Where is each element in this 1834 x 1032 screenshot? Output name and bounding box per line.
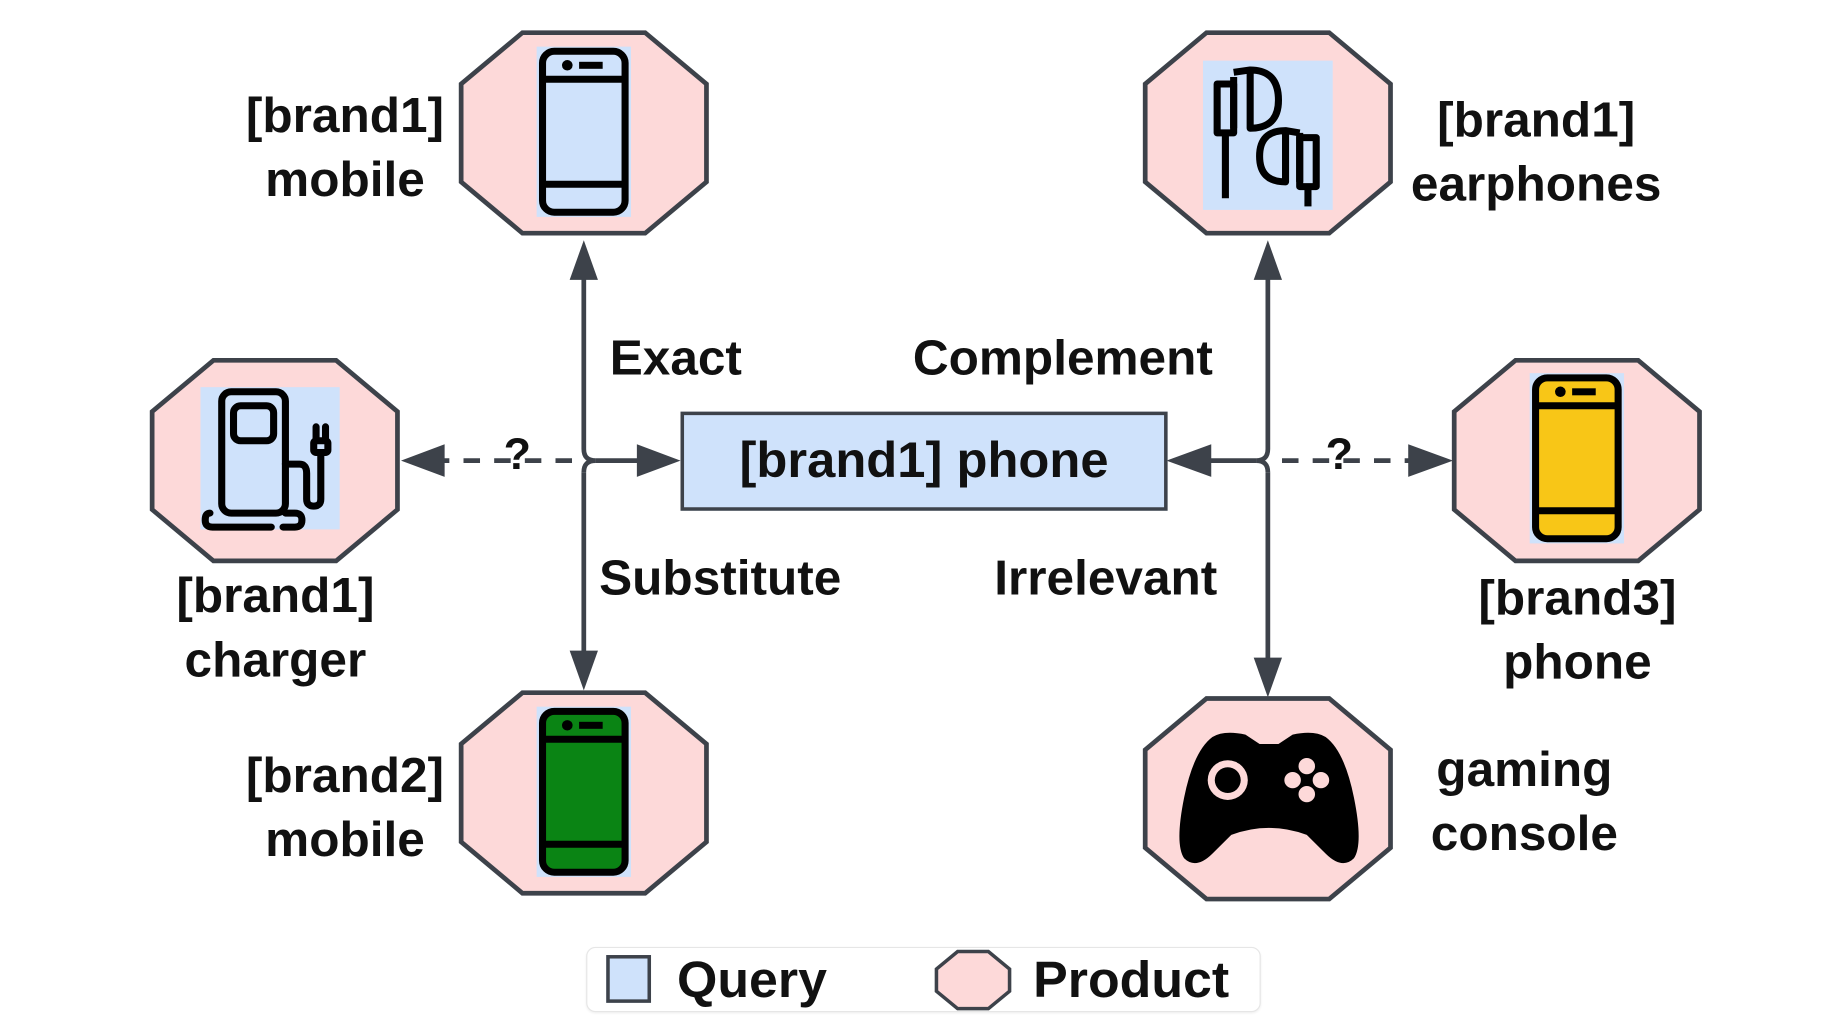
product-label-line1: [brand2] (245, 747, 445, 803)
arrowhead-into-query-left (636, 444, 681, 477)
query-label: [brand1] phone (739, 432, 1109, 489)
product-label-line2: charger (184, 632, 367, 687)
smartphone-icon (1529, 373, 1625, 544)
edge-label-unknown-right: ? (1325, 430, 1354, 480)
junction-right (1255, 448, 1271, 473)
arrowhead-substitute (569, 650, 598, 691)
earphones-icon (1202, 60, 1333, 210)
edge-label-irrelevant: Irrelevant (994, 550, 1218, 606)
arrowhead-charger (400, 444, 445, 477)
product-label-line1: [brand1] (245, 87, 445, 143)
product-label-line1: [brand1] (1437, 92, 1636, 147)
legend-query-swatch (606, 955, 652, 1003)
product-label-line2: mobile (265, 151, 425, 207)
product-label-brand1-earphones: [brand1] earphones (1392, 87, 1681, 215)
product-label-line1: [brand1] (176, 567, 375, 623)
edge-label-exact: Exact (609, 330, 742, 385)
product-label-brand1-charger: [brand1] charger (160, 563, 390, 691)
product-label-gaming-console: gaming console (1409, 737, 1639, 865)
product-label-line1: [brand3] (1478, 570, 1677, 626)
arrowhead-into-query-right (1166, 444, 1212, 477)
arrowhead-brand3 (1408, 444, 1454, 477)
product-label-line2: earphones (1410, 156, 1662, 212)
product-label-brand2-mobile: [brand2] mobile (230, 743, 460, 871)
product-label-brand1-mobile: [brand1] mobile (230, 83, 460, 211)
product-label-line1: gaming (1436, 741, 1613, 797)
edge-label-substitute: Substitute (599, 550, 842, 606)
legend-query-label: Query (676, 951, 827, 1009)
query-node: [brand1] phone (680, 411, 1168, 511)
arrowhead-complement (1253, 240, 1283, 280)
smartphone-icon (536, 46, 631, 217)
legend: Query Product (586, 946, 1261, 1013)
connectors (400, 240, 1454, 698)
product-label-line2: console (1430, 805, 1618, 861)
product-label-line2: phone (1503, 634, 1652, 690)
edge-label-unknown-left: ? (503, 430, 531, 480)
arrowhead-irrelevant (1253, 657, 1283, 698)
legend-product-swatch (934, 949, 1012, 1011)
ev-charger-icon (200, 387, 340, 531)
edge-label-complement: Complement (912, 330, 1213, 385)
legend-product-label: Product (1033, 951, 1230, 1009)
product-label-line2: mobile (265, 811, 425, 867)
junction-left (581, 448, 596, 473)
arrowhead-exact (569, 240, 598, 280)
gamepad-icon (1179, 732, 1359, 864)
smartphone-icon (536, 706, 631, 877)
product-label-brand3-phone: [brand3] phone (1462, 566, 1692, 694)
